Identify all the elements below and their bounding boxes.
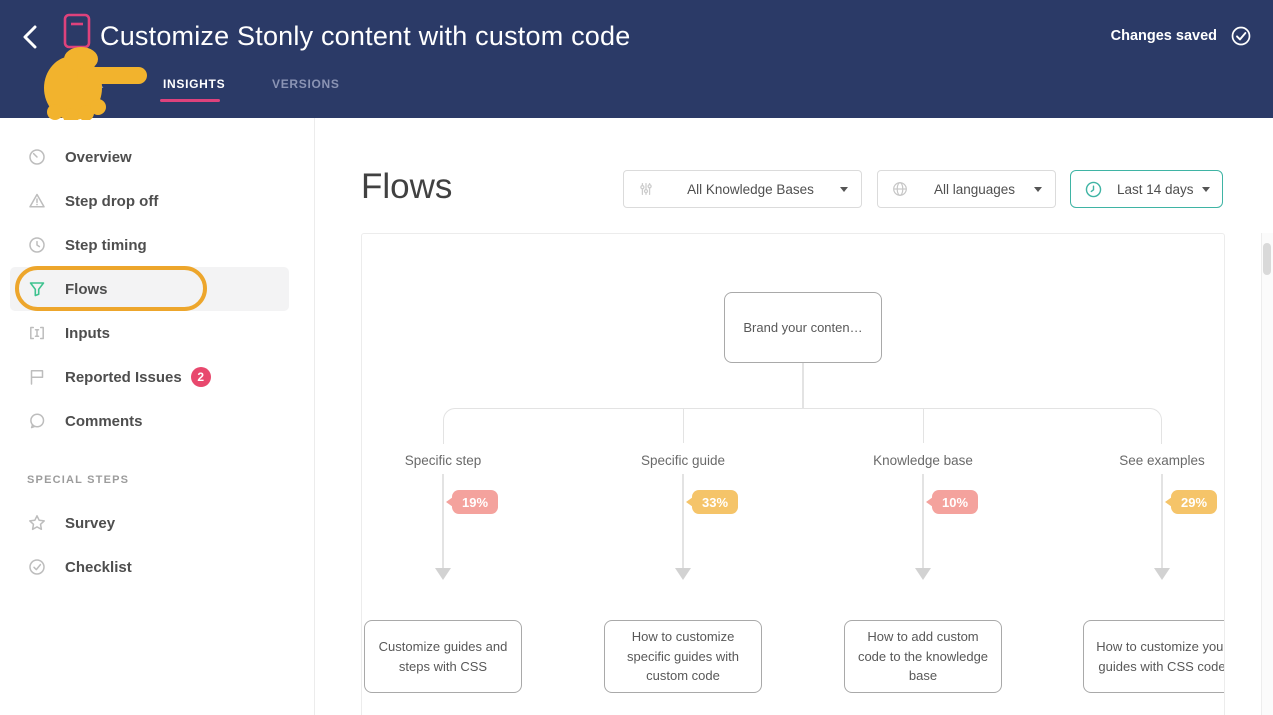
connector-tree — [443, 408, 1162, 444]
sidebar-item-label: Step drop off — [65, 192, 159, 210]
scrollbar-thumb[interactable] — [1263, 243, 1271, 275]
chevron-down-icon — [1201, 186, 1210, 192]
header: Customize Stonly content with custom cod… — [0, 0, 1273, 120]
sidebar-item-label: Reported Issues — [65, 368, 182, 386]
page-title: Customize Stonly content with custom cod… — [100, 21, 631, 51]
connector-line — [682, 409, 684, 443]
check-circle-icon — [1231, 26, 1251, 46]
flow-branch-see-examples: See examples 29% How to customize your g… — [1082, 444, 1224, 694]
globe-icon — [891, 180, 909, 198]
arrow-down-icon — [675, 568, 691, 580]
flow-root-node[interactable]: Brand your conten… — [724, 292, 882, 363]
save-status-label: Changes saved — [1110, 28, 1217, 44]
knowledge-base-filter-dropdown[interactable]: All Knowledge Bases — [623, 170, 862, 208]
chevron-down-icon — [1034, 186, 1042, 192]
branch-label: Specific guide — [640, 453, 726, 468]
sidebar-item-label: Checklist — [65, 558, 132, 576]
chevron-down-icon — [840, 186, 848, 192]
page-heading: Flows — [361, 167, 453, 206]
branch-percent-badge: 10% — [926, 490, 979, 514]
sidebar-item-flows[interactable]: Flows — [10, 267, 289, 311]
branch-label: See examples — [1119, 453, 1205, 468]
flow-target-node[interactable]: How to add custom code to the knowledge … — [844, 620, 1002, 693]
date-range-filter-dropdown[interactable]: Last 14 days — [1070, 170, 1223, 208]
connector-line — [922, 474, 924, 568]
sidebar-item-label: Overview — [65, 148, 132, 166]
badge-tail — [446, 497, 453, 507]
badge-tail — [686, 497, 693, 507]
sidebar-item-label: Survey — [65, 514, 116, 532]
back-button[interactable] — [22, 25, 38, 49]
pointing-hand-annotation — [44, 47, 147, 120]
flow-target-node[interactable]: How to customize specific guides with cu… — [604, 620, 762, 693]
arrow-down-icon — [435, 568, 451, 580]
connector-line — [802, 363, 804, 409]
tab-insights[interactable]: INSIGHTS — [163, 77, 226, 91]
branch-percent: 29% — [1181, 494, 1208, 510]
star-icon — [27, 513, 47, 533]
flow-diagram-panel: Brand your conten… Specific step 19% Cus… — [361, 233, 1225, 715]
filter-value: All languages — [933, 181, 1016, 197]
language-filter-dropdown[interactable]: All languages — [877, 170, 1056, 208]
sidebar-item-survey[interactable]: Survey — [10, 501, 289, 545]
sidebar-item-step-timing[interactable]: Step timing — [10, 223, 289, 267]
flow-target-node[interactable]: How to customize your guides with CSS co… — [1083, 620, 1224, 693]
sidebar-item-label: Step timing — [65, 236, 147, 254]
gauge-icon — [27, 147, 47, 167]
connector-line — [442, 474, 444, 568]
special-steps-section-label: SPECIAL STEPS — [27, 474, 130, 486]
sidebar-item-label: Comments — [65, 412, 143, 430]
arrow-down-icon — [915, 568, 931, 580]
filter-value: Last 14 days — [1117, 181, 1194, 197]
arrow-down-icon — [1154, 568, 1170, 580]
badge-tail — [926, 497, 933, 507]
clock-icon — [27, 235, 47, 255]
warning-triangle-icon — [27, 191, 47, 211]
branch-label: Specific step — [404, 453, 482, 468]
flow-branch-specific-step: Specific step 19% Customize guides and s… — [363, 444, 523, 694]
main-content: Flows All Knowledge Bases All languages … — [315, 118, 1273, 715]
vertical-scrollbar[interactable] — [1261, 233, 1273, 715]
branch-percent-badge: 19% — [446, 490, 499, 514]
flow-target-node[interactable]: Customize guides and steps with CSS — [364, 620, 522, 693]
branch-percent-badge: 33% — [686, 490, 739, 514]
tab-versions[interactable]: VERSIONS — [272, 77, 340, 91]
filter-value: All Knowledge Bases — [687, 181, 814, 197]
check-circle-icon — [27, 557, 47, 577]
branch-percent: 33% — [702, 494, 729, 510]
badge-tail — [1165, 497, 1172, 507]
issues-count-badge: 2 — [190, 367, 211, 387]
sidebar-item-step-drop-off[interactable]: Step drop off — [10, 179, 289, 223]
input-field-icon — [27, 323, 47, 343]
flag-icon — [27, 367, 47, 387]
connector-line — [922, 409, 924, 443]
sliders-icon — [637, 180, 655, 198]
sidebar-item-comments[interactable]: Comments — [10, 399, 289, 443]
branch-percent: 19% — [462, 494, 489, 510]
flow-branch-knowledge-base: Knowledge base 10% How to add custom cod… — [843, 444, 1003, 694]
clock-icon — [1084, 180, 1103, 199]
sidebar-item-label: Inputs — [65, 324, 110, 342]
connector-line — [682, 474, 684, 568]
sidebar-item-checklist[interactable]: Checklist — [10, 545, 289, 589]
sidebar-item-overview[interactable]: Overview — [10, 135, 289, 179]
funnel-icon — [27, 279, 47, 299]
connector-line — [1161, 474, 1163, 568]
sidebar-item-label: Flows — [65, 280, 108, 298]
branch-percent: 10% — [942, 494, 969, 510]
branch-label: Knowledge base — [873, 453, 973, 468]
sidebar-item-reported-issues[interactable]: Reported Issues 2 — [10, 355, 289, 399]
guide-icon — [63, 13, 91, 49]
branch-percent-badge: 29% — [1165, 490, 1218, 514]
sidebar-item-inputs[interactable]: Inputs — [10, 311, 289, 355]
sidebar: Overview Step drop off Step timing Flows… — [0, 118, 315, 715]
active-tab-underline — [160, 99, 220, 102]
comment-icon — [27, 411, 47, 431]
flow-branch-specific-guide: Specific guide 33% How to customize spec… — [603, 444, 763, 694]
